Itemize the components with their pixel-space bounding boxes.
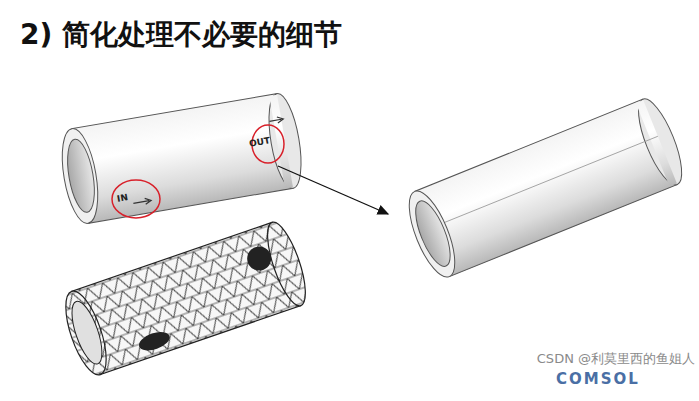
slide-title: 2) 简化处理不必要的细节 <box>20 16 342 54</box>
detailed-tube <box>56 91 307 226</box>
tube-marking: IN <box>116 192 128 204</box>
logo-watermark: COMSOL <box>556 370 640 388</box>
highlight-circle <box>112 180 160 218</box>
simplified-tube <box>400 94 690 283</box>
author-watermark: CSDN @利莫里西的鱼姐人 <box>537 350 695 368</box>
meshed-tube <box>57 218 313 379</box>
transform-arrow <box>278 166 388 214</box>
